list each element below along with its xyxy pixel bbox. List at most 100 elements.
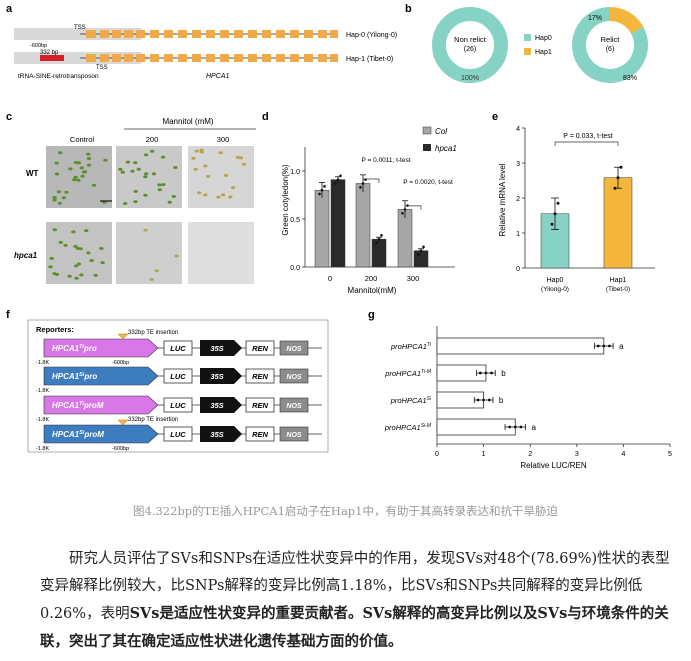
e-point — [619, 165, 623, 169]
seedling — [130, 169, 135, 173]
g-sig-letter: a — [532, 423, 537, 432]
hap0-label: Hap-0 (Yilong-0) — [346, 32, 397, 39]
seedling — [71, 230, 76, 234]
g-sig-letter: a — [619, 342, 624, 351]
seedling — [73, 175, 78, 179]
exon — [234, 30, 243, 38]
luc-box — [163, 397, 193, 413]
e-x-tick-sublabel: (Yilong-0) — [541, 286, 569, 293]
figure-svg: a Hap-0 (Yilong-0) TSS -600bp 332 bp Hap… — [6, 3, 672, 470]
seedling — [228, 195, 233, 199]
seedling — [52, 228, 58, 232]
donut2-pct-hap0: 83% — [623, 75, 637, 82]
donut1-pct: 100% — [461, 75, 479, 82]
seedling — [89, 259, 94, 263]
body-paragraph: 研究人员评估了SVs和SNPs在适应性状变异中的作用，发现SVs对48个(78.… — [40, 546, 680, 656]
pos-right: -600bp — [112, 360, 129, 366]
ren-box — [245, 368, 275, 384]
g-point — [508, 425, 512, 429]
g-bar — [436, 418, 516, 436]
seedling — [79, 166, 84, 170]
s35-label: 35S — [210, 430, 223, 439]
e-point — [556, 201, 560, 205]
p-value-200: P = 0.0011, t-test — [361, 157, 410, 164]
pos-right: -600bp — [112, 446, 129, 452]
e-y-tick-label: 0 — [516, 266, 520, 273]
e-y-tick-label: 3 — [516, 161, 520, 168]
col-300: 300 — [217, 135, 230, 144]
seedling — [161, 183, 166, 187]
d-y-tick-label: 1.0 — [290, 169, 300, 176]
g-point — [476, 398, 480, 402]
exon — [330, 54, 338, 62]
seedling — [93, 273, 98, 277]
g-point — [519, 425, 523, 429]
pos-left: -1.8K — [36, 446, 49, 452]
nos-label: NOS — [286, 403, 302, 410]
g-point — [513, 425, 517, 429]
e-point — [613, 186, 617, 190]
g-x-tick-label: 0 — [435, 451, 439, 458]
seedling — [143, 228, 148, 232]
seedling — [143, 172, 149, 176]
d-xlabel: Mannitol(mM) — [348, 286, 397, 295]
exon — [206, 54, 215, 62]
promoter-arrow — [43, 338, 159, 358]
d-point — [359, 186, 362, 189]
hap1-track — [14, 52, 338, 64]
promoter-label: HPCA1SiproM — [52, 430, 104, 439]
g-x-tick-label: 2 — [528, 451, 532, 458]
seedling — [79, 273, 84, 277]
legend-hap1: Hap1 — [535, 49, 552, 56]
e-point — [550, 222, 554, 226]
exon — [220, 30, 229, 38]
g-sig-letter: b — [499, 396, 504, 405]
seedling — [102, 200, 107, 204]
seedling — [57, 201, 63, 205]
seedling — [52, 198, 57, 202]
seedling — [151, 172, 157, 176]
g-row-label: proHPCA1Si — [390, 396, 432, 405]
seedling — [197, 191, 202, 195]
d-bar — [330, 179, 346, 268]
e-x-tick-label: Hap1 — [610, 277, 627, 284]
seedling — [58, 240, 64, 244]
d-point — [375, 241, 378, 245]
exon — [164, 54, 173, 62]
exon — [290, 30, 299, 38]
promoter-label: HPCA1Tipro — [52, 344, 97, 353]
photo-panel — [188, 146, 254, 208]
d-x-tick-label: 0 — [328, 274, 332, 283]
pos-left: -1.8K — [36, 417, 49, 423]
paragraph-bold: SVs是适应性状变异的重要贡献者。SVs解释的高变异比例以及SVs与环境条件的关… — [40, 605, 669, 650]
p-value-300: P = 0.0020, t-test — [403, 179, 453, 186]
seedling — [72, 178, 77, 182]
seedling — [54, 172, 60, 176]
g-point — [596, 344, 600, 348]
exon — [150, 30, 159, 38]
seedling — [100, 261, 105, 265]
nos-label: NOS — [286, 346, 302, 353]
exon — [136, 30, 145, 38]
te-insertion-label-1: 332bp TE insertion — [128, 330, 178, 336]
pos-left: -1.8K — [36, 388, 49, 394]
seedling — [86, 157, 92, 161]
photo-panel — [188, 222, 254, 284]
e-y-tick-label: 1 — [516, 231, 520, 238]
col-200: 200 — [146, 135, 159, 144]
seedling — [52, 195, 57, 199]
g-bar — [436, 337, 605, 355]
g-point — [484, 371, 488, 375]
legend-col-swatch — [422, 126, 432, 135]
ren-label: REN — [252, 344, 268, 353]
hap0-track — [14, 28, 338, 40]
ren-label: REN — [252, 430, 268, 439]
seedling — [73, 244, 78, 248]
seedling — [75, 161, 80, 165]
te-insertion-marker — [117, 333, 129, 340]
seedling — [68, 167, 73, 171]
paragraph-normal: 研究人员评估了SVs和SNPs在适应性状变异中的作用，发现SVs对48个(78.… — [40, 551, 670, 622]
exon — [248, 30, 257, 38]
seedling — [78, 247, 83, 251]
